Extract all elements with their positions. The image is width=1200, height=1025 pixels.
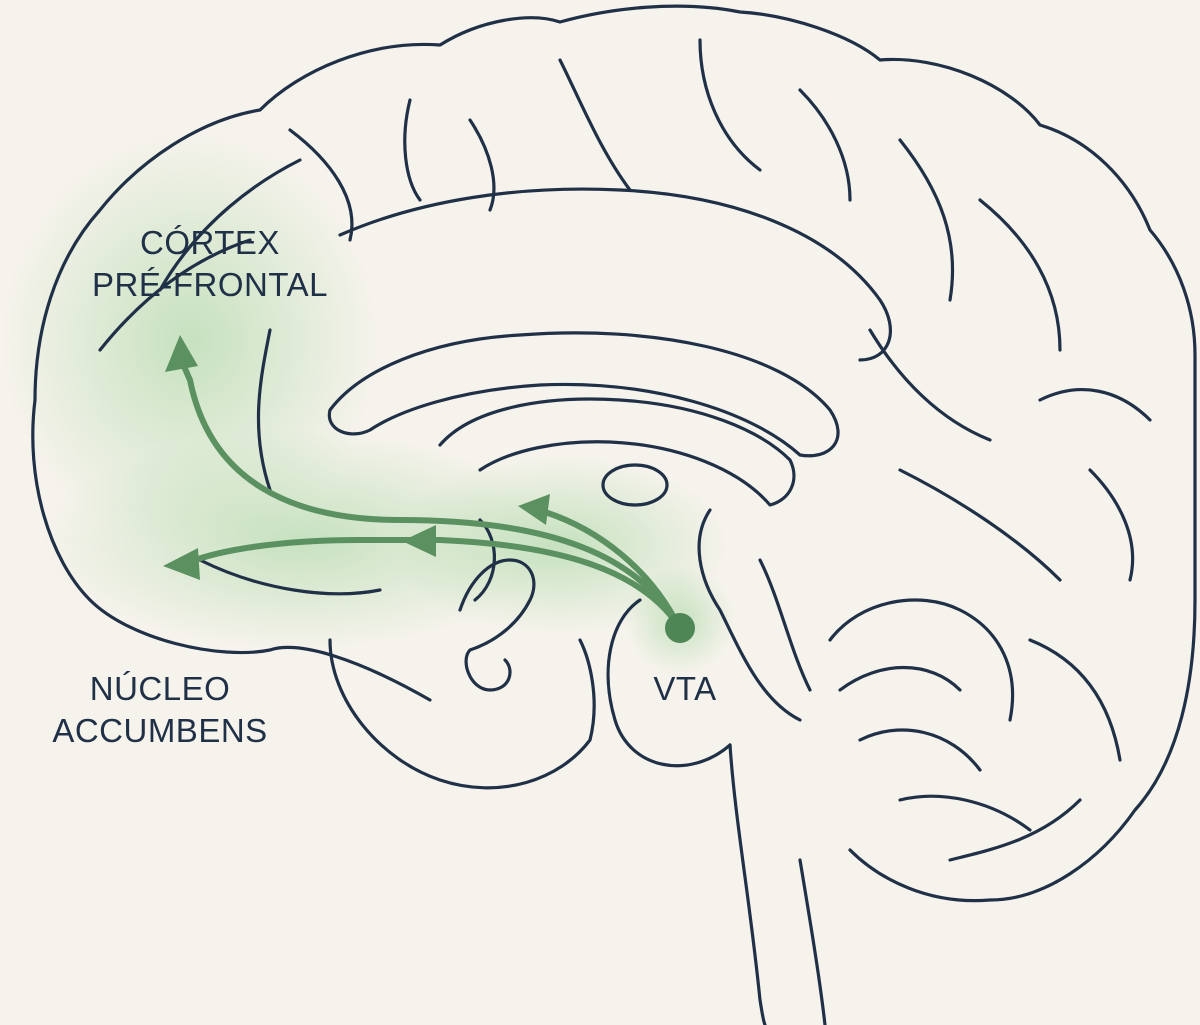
gyrus-occipital-2: [1040, 390, 1150, 420]
brainstem-back: [800, 860, 825, 1025]
gyrus-parietal-2: [700, 40, 760, 170]
cerebellum-fold-6: [950, 800, 1080, 860]
cerebellum-fold-4: [900, 796, 1030, 830]
label-nucleus-accumbens: NÚCLEO ACCUMBENS: [30, 668, 290, 752]
label-nac-line-1: NÚCLEO: [30, 668, 290, 710]
label-prefrontal-line-2: PRÉ-FRONTAL: [70, 264, 350, 306]
vta-node: [665, 613, 695, 643]
gyrus-parietal-1: [560, 60, 630, 190]
midbrain-curve-2: [760, 560, 810, 690]
calcarine-sulcus: [900, 470, 1060, 580]
gyrus-parietal-3: [800, 90, 850, 200]
cerebellum-fold-2: [840, 668, 960, 691]
gyrus-parietal-4: [900, 140, 953, 300]
label-nac-line-2: ACCUMBENS: [30, 710, 290, 752]
temporal-lobe-outline: [330, 640, 594, 788]
gyrus-occipital-3: [1090, 470, 1133, 580]
label-prefrontal-line-1: CÓRTEX: [70, 222, 350, 264]
brainstem-front: [730, 745, 765, 1025]
cerebellum-fold-5: [1030, 640, 1120, 760]
gyrus-occipital-1: [980, 200, 1060, 350]
label-vta: VTA: [630, 668, 740, 710]
cerebellum-fold-1: [830, 600, 1013, 720]
cerebellum-fold-3: [860, 730, 980, 770]
gyrus-medial-2: [405, 100, 420, 200]
cerebellum-outline: [850, 600, 1195, 901]
label-prefrontal-cortex: CÓRTEX PRÉ-FRONTAL: [70, 222, 350, 306]
